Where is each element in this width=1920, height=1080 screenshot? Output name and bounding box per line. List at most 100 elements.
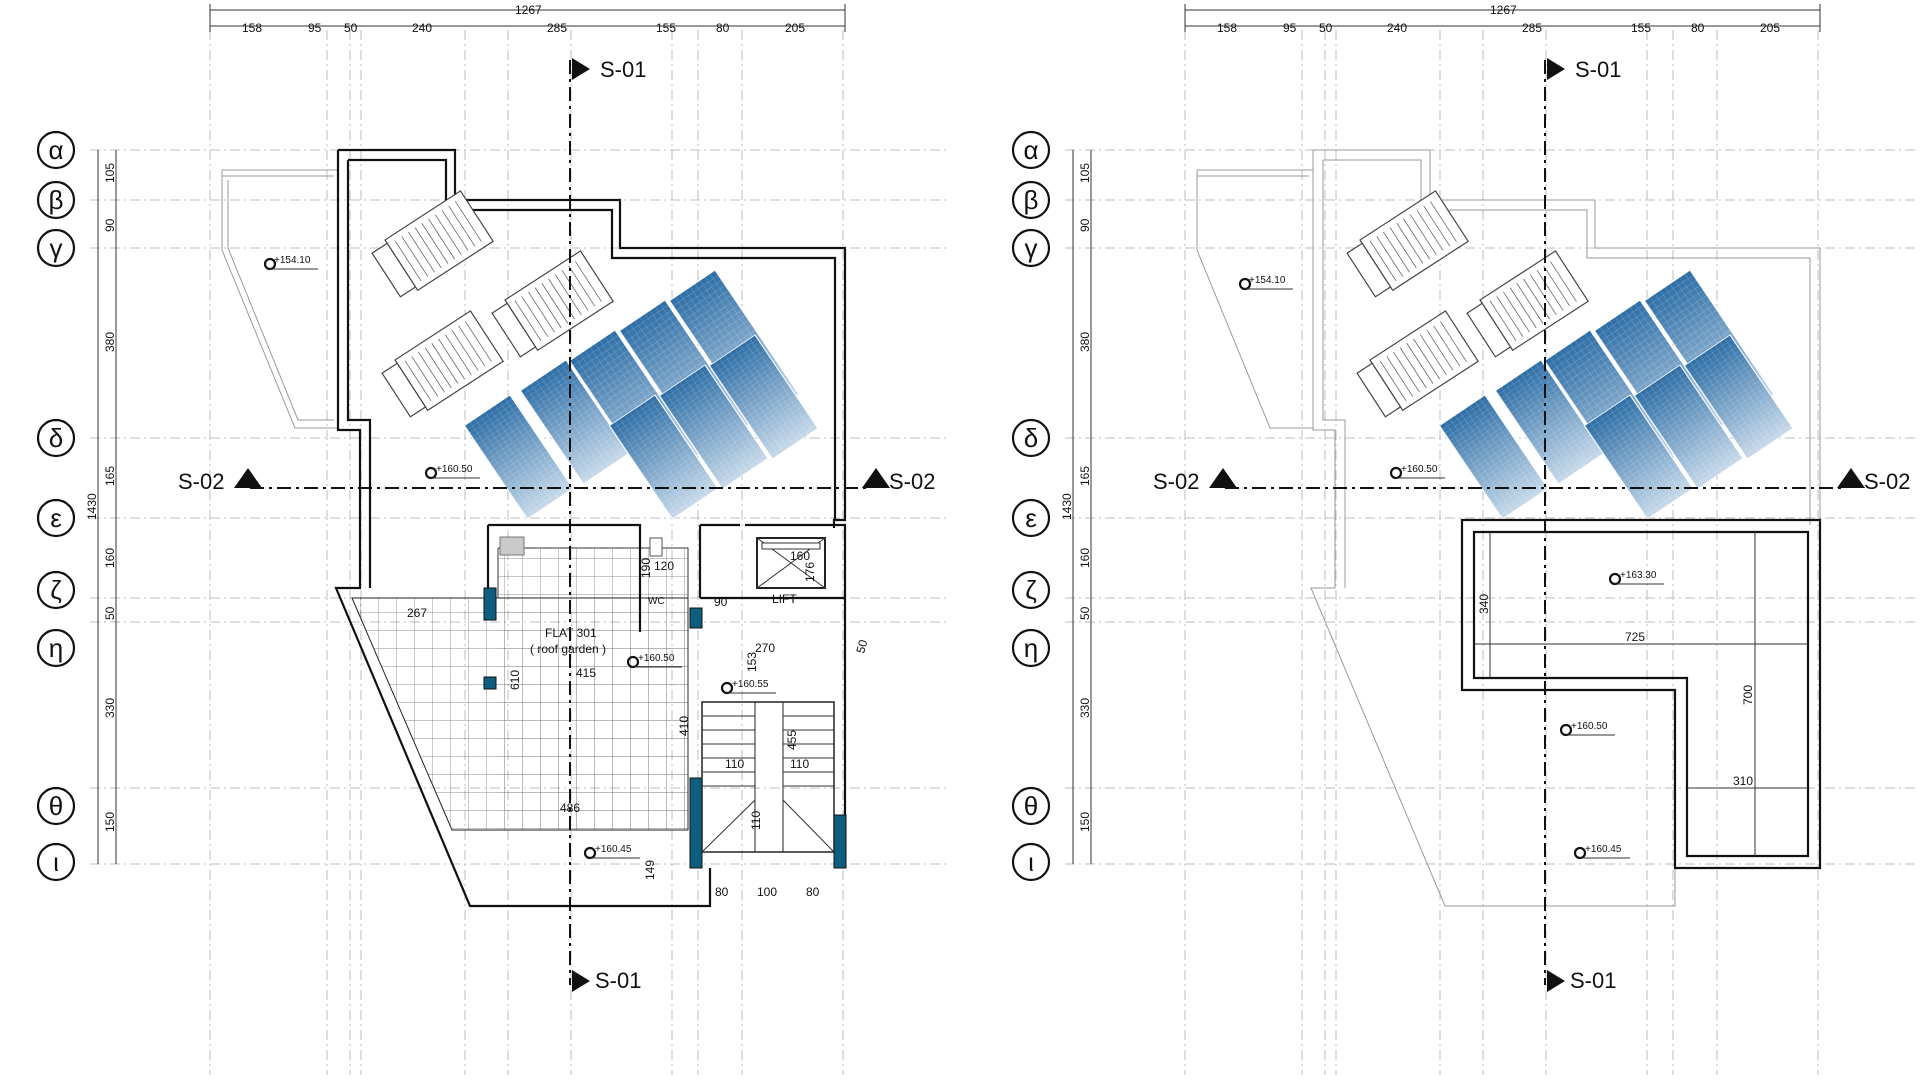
svg-text:120: 120 bbox=[654, 559, 674, 573]
r-axis-alpha: α bbox=[1011, 130, 1051, 170]
column bbox=[483, 587, 497, 621]
left-roof-plan: 1267 158 95 50 240 285 155 80 205 1430 1… bbox=[36, 3, 950, 1075]
svg-text:486: 486 bbox=[560, 801, 580, 815]
flat-name: FLAT 301 bbox=[545, 626, 597, 640]
svg-text:100: 100 bbox=[757, 885, 777, 899]
svg-text:240: 240 bbox=[1387, 21, 1407, 35]
svg-text:+160.50: +160.50 bbox=[638, 653, 675, 664]
lift-label: LIFT bbox=[772, 592, 797, 606]
svg-text:267: 267 bbox=[407, 606, 427, 620]
r-section-s02-left: S-02 bbox=[1153, 469, 1199, 494]
r-section-s01-bottom: S-01 bbox=[1570, 968, 1616, 993]
r-axis-beta: β bbox=[1011, 180, 1051, 220]
left-dim-5: 160 bbox=[103, 548, 117, 568]
svg-text:50: 50 bbox=[853, 638, 870, 655]
svg-text:ζ: ζ bbox=[1025, 575, 1036, 605]
svg-text:+160.55: +160.55 bbox=[732, 679, 769, 690]
r-axis-theta: θ bbox=[1011, 786, 1051, 826]
roof-garden-interior bbox=[498, 548, 688, 830]
svg-text:β: β bbox=[1024, 185, 1039, 215]
svg-text:160: 160 bbox=[1078, 548, 1092, 568]
r-axis-zeta: ζ bbox=[1011, 570, 1051, 610]
svg-text:+163.30: +163.30 bbox=[1620, 570, 1657, 581]
r-level-markers: +154.10 +160.50 +163.30 +160.50 +160.45 bbox=[1238, 275, 1664, 860]
svg-text:+160.45: +160.45 bbox=[595, 844, 632, 855]
svg-text:155: 155 bbox=[1631, 21, 1651, 35]
r-axis-epsilon: ε bbox=[1011, 498, 1051, 538]
column bbox=[689, 777, 703, 869]
svg-text:α: α bbox=[48, 135, 63, 165]
svg-text:θ: θ bbox=[1024, 791, 1038, 821]
section-s02-right: S-02 bbox=[889, 469, 935, 494]
left-dim-2: 90 bbox=[103, 218, 117, 232]
svg-text:90: 90 bbox=[714, 595, 728, 609]
svg-text:ι: ι bbox=[1028, 847, 1034, 877]
r-top-dimension-segments: 158 95 50 240 285 155 80 205 bbox=[1217, 21, 1780, 35]
svg-text:ε: ε bbox=[1025, 503, 1037, 533]
svg-text:ι: ι bbox=[53, 847, 59, 877]
wc-label: WC bbox=[648, 596, 665, 607]
top-dim-5: 285 bbox=[547, 21, 567, 35]
top-dim-2: 95 bbox=[308, 21, 322, 35]
axis-theta: θ bbox=[36, 786, 76, 826]
left-dim-7: 330 bbox=[103, 698, 117, 718]
top-dim-7: 80 bbox=[716, 21, 730, 35]
top-dim-1: 158 bbox=[242, 21, 262, 35]
axis-eta: η bbox=[36, 628, 76, 668]
left-dim-1: 105 bbox=[103, 163, 117, 183]
svg-text:110: 110 bbox=[790, 757, 809, 771]
r-axis-eta: η bbox=[1011, 628, 1051, 668]
left-dim-8: 150 bbox=[103, 812, 117, 832]
svg-text:205: 205 bbox=[1760, 21, 1780, 35]
r-dimensions: 340 725 700 310 bbox=[1477, 594, 1755, 788]
axis-iota: ι bbox=[36, 842, 76, 882]
r-axis-gamma: γ bbox=[1011, 228, 1051, 268]
r-section-s01-top: S-01 bbox=[1575, 57, 1621, 82]
svg-text:95: 95 bbox=[1283, 21, 1297, 35]
svg-text:ζ: ζ bbox=[50, 575, 61, 605]
axis-alpha: α bbox=[36, 130, 76, 170]
svg-text:+154.10: +154.10 bbox=[274, 255, 311, 266]
top-dimension-segments: 158 95 50 240 285 155 80 205 bbox=[242, 21, 805, 35]
upper-roof-outline bbox=[1460, 518, 1822, 870]
top-dim-6: 155 bbox=[656, 21, 676, 35]
svg-text:+160.45: +160.45 bbox=[1585, 844, 1622, 855]
svg-text:+160.50: +160.50 bbox=[436, 464, 473, 475]
svg-text:700: 700 bbox=[1741, 685, 1755, 705]
svg-text:80: 80 bbox=[715, 885, 729, 899]
svg-text:δ: δ bbox=[49, 423, 63, 453]
left-dim-6: 50 bbox=[103, 606, 117, 620]
svg-text:310: 310 bbox=[1733, 774, 1753, 788]
svg-text:γ: γ bbox=[1025, 233, 1038, 263]
svg-text:270: 270 bbox=[755, 641, 775, 655]
svg-text:105: 105 bbox=[1078, 163, 1092, 183]
right-roof-plan: 1267 158 95 50 240 285 155 80 205 1430 1… bbox=[1011, 3, 1915, 1075]
r-axis-delta: δ bbox=[1011, 418, 1051, 458]
axis-beta: β bbox=[36, 180, 76, 220]
section-s01-bottom: S-01 bbox=[595, 968, 641, 993]
svg-text:160: 160 bbox=[790, 549, 810, 563]
axis-epsilon: ε bbox=[36, 498, 76, 538]
axis-gamma: γ bbox=[36, 228, 76, 268]
svg-text:80: 80 bbox=[806, 885, 820, 899]
left-dim-3: 380 bbox=[103, 332, 117, 352]
column bbox=[689, 607, 703, 629]
svg-text:380: 380 bbox=[1078, 332, 1092, 352]
column bbox=[483, 676, 497, 690]
r-left-dimension-segments: 105 90 380 165 160 50 330 150 bbox=[1078, 163, 1092, 832]
svg-text:90: 90 bbox=[1078, 218, 1092, 232]
r-left-total-dimension: 1430 bbox=[1060, 493, 1074, 520]
r-top-total-dimension: 1267 bbox=[1490, 3, 1517, 17]
svg-text:80: 80 bbox=[1691, 21, 1705, 35]
flat-subtitle: ( roof garden ) bbox=[530, 642, 606, 656]
axis-zeta: ζ bbox=[36, 570, 76, 610]
left-dim-4: 165 bbox=[103, 466, 117, 486]
svg-text:+160.50: +160.50 bbox=[1571, 721, 1608, 732]
svg-text:415: 415 bbox=[576, 666, 596, 680]
r-section-s02-right: S-02 bbox=[1864, 469, 1910, 494]
left-total-dimension: 1430 bbox=[85, 493, 99, 520]
top-dim-3: 50 bbox=[344, 21, 358, 35]
svg-text:γ: γ bbox=[50, 233, 63, 263]
svg-text:330: 330 bbox=[1078, 698, 1092, 718]
r-grid-axis-labels: α β γ δ ε ζ η θ ι bbox=[1011, 130, 1051, 882]
